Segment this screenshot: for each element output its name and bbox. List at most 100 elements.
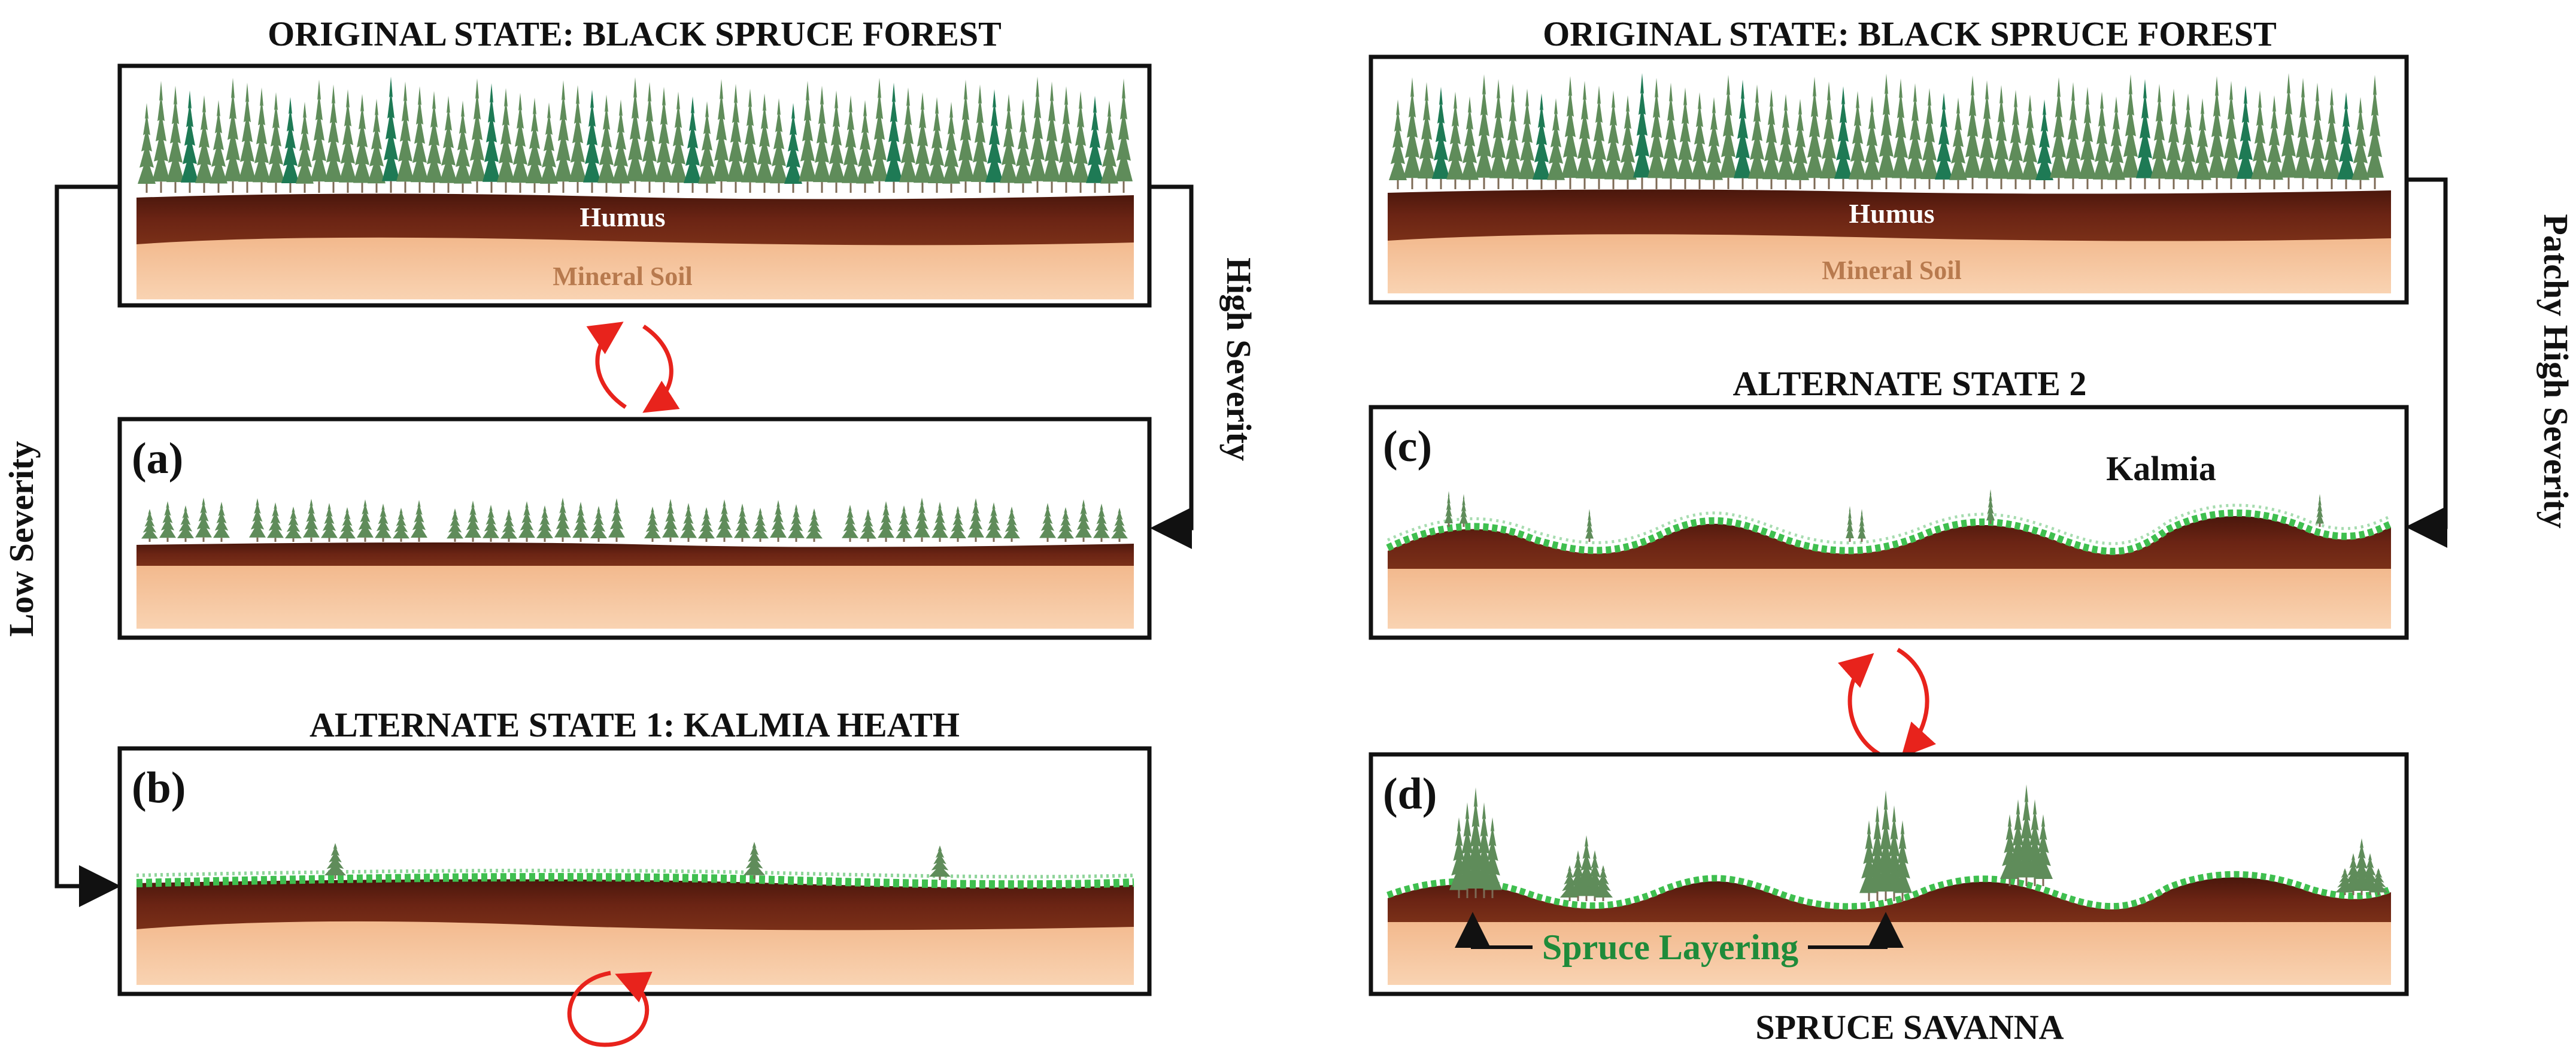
spruce-tree-icon (716, 499, 733, 538)
spruce-tree-icon (1003, 507, 1020, 539)
spruce-tree-icon (1734, 80, 1752, 178)
spruce-tree-icon (1676, 87, 1694, 179)
spruce-tree-icon (949, 506, 966, 538)
spruce-tree-icon (1014, 99, 1032, 184)
spruce-tree-icon (310, 80, 328, 182)
spruce-tree-icon (2079, 87, 2096, 179)
spruce-tree-icon (914, 498, 930, 538)
spruce-tree-icon (285, 507, 302, 539)
spruce-tree-icon (1100, 101, 1118, 184)
spruce-tree-icon (324, 84, 342, 182)
spruce-tree-icon (296, 102, 314, 184)
spruce-tree-icon (1834, 86, 1852, 179)
spruce-tree-icon (1992, 85, 2010, 179)
spruce-tree-icon (2369, 868, 2388, 893)
patchy-high-severity-pathway (2405, 177, 2448, 548)
spruce-tree-icon (141, 509, 158, 539)
spruce-tree-icon (2093, 92, 2111, 180)
spruce-tree-icon (2193, 98, 2211, 180)
spruce-tree-icon (770, 98, 788, 184)
isolated-spruce (1445, 489, 2324, 542)
spruce-tree-icon (870, 78, 888, 181)
spruce-tree-icon (2280, 73, 2298, 178)
spruce-tree-icon (267, 92, 285, 183)
spruce-tree-icon (1086, 96, 1104, 183)
spruce-trees (1389, 73, 2384, 189)
spruce-tree-icon (914, 92, 932, 183)
spruce-tree-icon (411, 86, 429, 183)
spruce-tree-icon (896, 505, 912, 538)
spruce-tree-icon (2007, 90, 2025, 180)
spruce-tree-icon (2366, 75, 2384, 178)
panel-a-label: (a) (132, 434, 183, 483)
spruce-tree-icon (770, 500, 787, 538)
spruce-tree-icon (752, 508, 769, 539)
panel-c-label: (c) (1383, 422, 1432, 471)
spruce-tree-icon (2064, 82, 2082, 179)
spruce-tree-icon (929, 845, 951, 877)
spruce-tree-icon (1662, 83, 1680, 179)
panel-b: (b) (117, 746, 1152, 996)
spruce-tree-icon (224, 78, 242, 181)
spruce-tree-icon (662, 499, 679, 538)
mineral-soil-layer (1388, 919, 2391, 985)
spruce-tree-icon (899, 87, 917, 183)
spruce-tree-icon (569, 85, 587, 182)
spruce-tree-icon (1000, 94, 1018, 183)
spruce-tree-icon (1460, 494, 1468, 524)
spruce-tree-icon (1777, 94, 1795, 180)
spruce-tree-icon (1920, 88, 1938, 180)
spruce-tree-icon (2251, 90, 2269, 180)
spruce-tree-icon (698, 101, 716, 184)
spruce-tree-icon (1748, 84, 1766, 179)
spruce-tree-icon (368, 99, 386, 184)
spruce-tree-icon (1115, 78, 1133, 181)
kalmia-layer (136, 873, 1134, 889)
spruce-tree-icon (1935, 93, 1953, 180)
spruce-tree-icon (1504, 84, 1522, 179)
mineral-soil-label: Mineral Soil (1822, 256, 1961, 285)
spruce-tree-icon (641, 82, 659, 182)
spruce-tree-icon (1893, 820, 1912, 893)
spruce-tree-icon (608, 498, 625, 538)
spruce-tree-icon (2265, 95, 2283, 180)
spruce-tree-icon (741, 89, 759, 183)
spruce-tree-icon (554, 498, 571, 538)
spruce-tree-icon (932, 502, 948, 538)
spruce-tree-icon (1389, 99, 1407, 180)
spruce-tree-icon (2165, 89, 2183, 180)
mineral-soil-layer (1388, 234, 2391, 293)
spruce-tree-icon (339, 507, 356, 539)
spruce-tree-icon (1806, 77, 1823, 178)
spruce-tree-icon (2308, 83, 2326, 179)
small-spruce-regeneration (141, 498, 1128, 542)
spruce-tree-icon (842, 95, 860, 183)
spruce-tree-icon (784, 103, 802, 184)
spruce-tree-icon (1594, 865, 1613, 898)
kalmia-layer (1386, 509, 2393, 555)
spruce-tree-icon (1111, 508, 1128, 539)
spruce-layering-callout: Spruce Layering (1455, 912, 1904, 967)
spruce-tree-icon (483, 505, 499, 538)
spruce-tree-icon (583, 90, 601, 183)
spruce-tree-icon (1691, 92, 1709, 180)
spruce-tree-icon (2208, 76, 2226, 178)
spruce-tree-icon (755, 93, 773, 183)
spruce-tree-icon (1057, 507, 1074, 539)
spruce-tree-icon (885, 83, 903, 182)
left-original-state-title: ORIGINAL STATE: BLACK SPRUCE FOREST (268, 14, 1002, 53)
spruce-tree-icon (698, 507, 715, 539)
spruce-tree-icon (1762, 89, 1780, 180)
alternate-state-1-title: ALTERNATE STATE 1: KALMIA HEATH (310, 705, 960, 744)
spruce-tree-icon (878, 501, 894, 538)
spruce-tree-icon (253, 87, 271, 183)
spruce-tree-icon (159, 501, 176, 538)
self-reinforcing-loop-arrow (567, 971, 653, 1047)
kalmia-layer (1386, 871, 2393, 910)
spruce-tree-icon (2222, 81, 2240, 178)
spruce-tree-icon (483, 83, 500, 182)
spruce-tree-icon (1461, 96, 1479, 180)
spruce-tree-icon (1489, 79, 1507, 178)
spruce-tree-icon (2107, 96, 2125, 180)
spruce-tree-icon (396, 81, 414, 182)
